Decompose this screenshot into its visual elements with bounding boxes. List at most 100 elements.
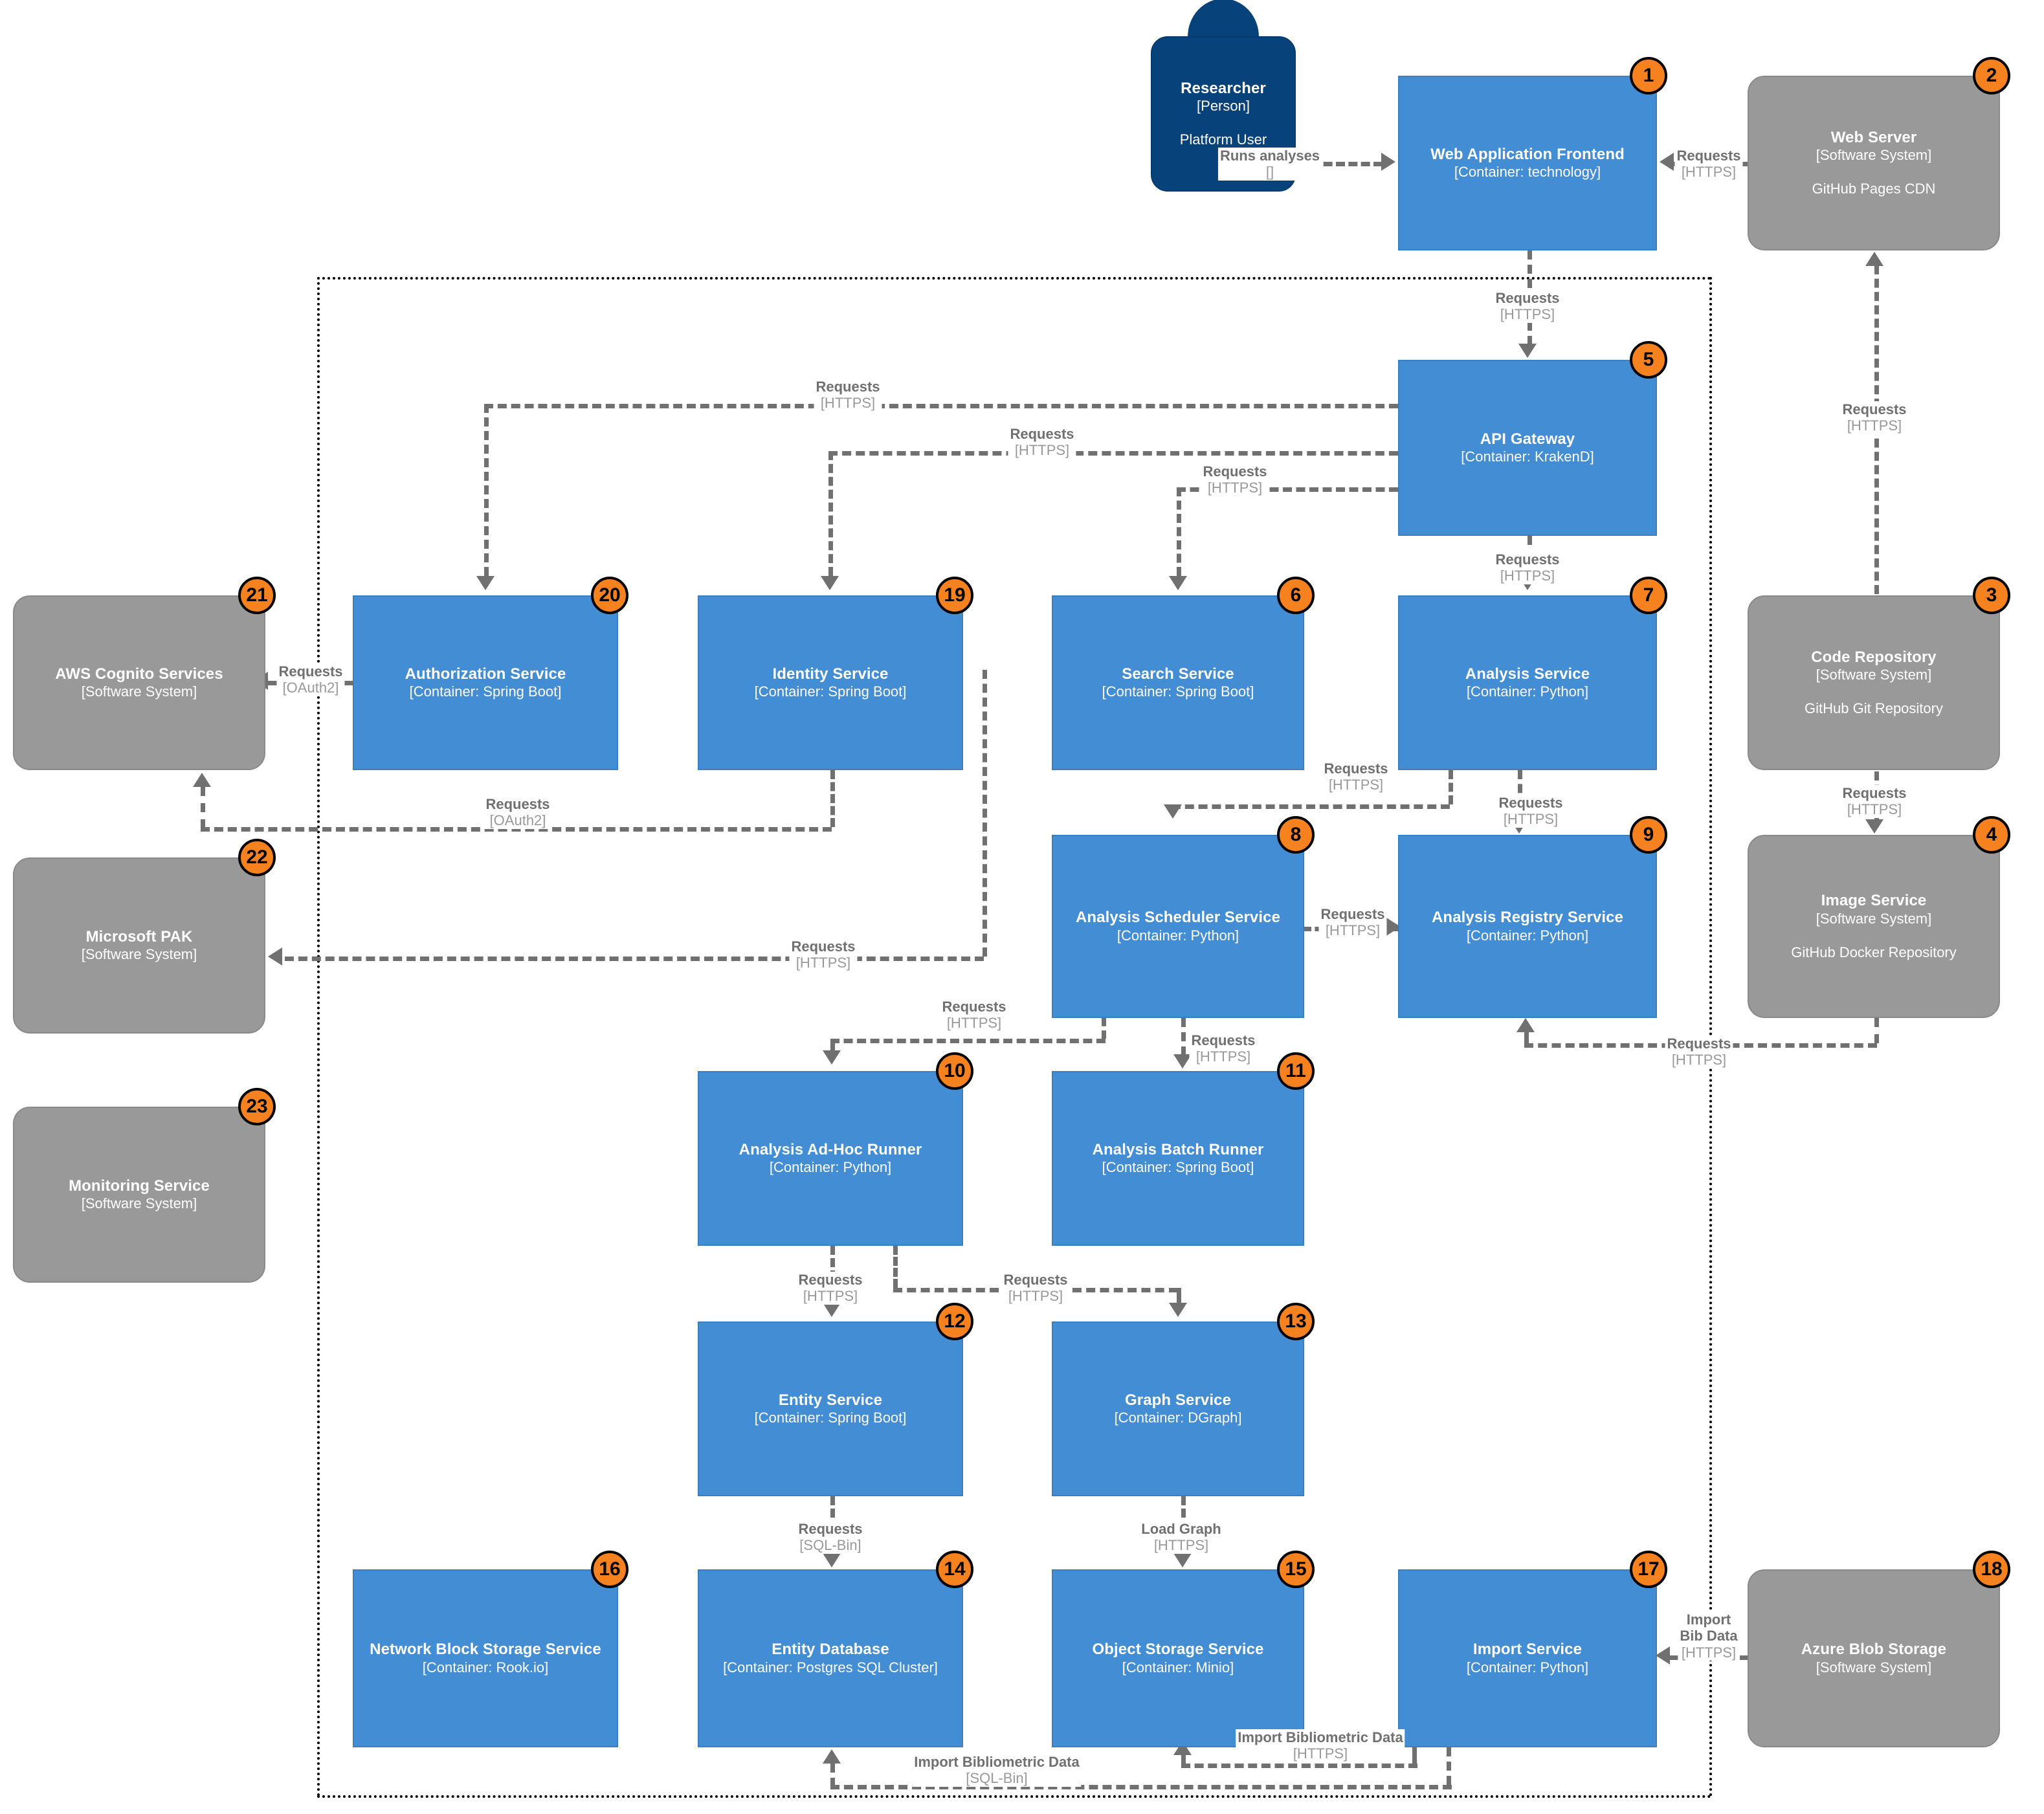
edge-label-line2: [SQL-Bin] bbox=[966, 1770, 1028, 1787]
edge-import-to-entitydb-v1 bbox=[1447, 1747, 1451, 1785]
edge-label-line2: [HTTPS] bbox=[820, 395, 876, 412]
edge-label-analysis-to-registry: Requests [HTTPS] bbox=[1496, 795, 1565, 828]
edge-label-line1: Requests bbox=[1842, 785, 1907, 801]
edge-label-apigateway-to-analysis: Requests [HTTPS] bbox=[1493, 551, 1562, 584]
arrowhead-adhoc-to-entity bbox=[823, 1303, 841, 1317]
node-authorization-service[interactable]: Authorization Service[Container: Spring … bbox=[353, 595, 618, 770]
node-technology: [Container: Python] bbox=[1466, 1659, 1589, 1676]
node-technology: [Software System] bbox=[1816, 667, 1932, 683]
node-identity-service[interactable]: Identity Service[Container: Spring Boot] bbox=[698, 595, 963, 770]
edge-label-line1: Requests bbox=[1003, 1272, 1068, 1288]
node-web-application-frontend[interactable]: Web Application Frontend[Container: tech… bbox=[1398, 76, 1657, 250]
node-web-server[interactable]: Web Server[Software System]GitHub Pages … bbox=[1748, 76, 2000, 250]
edge-apigateway-to-search-v bbox=[1177, 487, 1181, 576]
edge-label-scheduler-to-adhoc: Requests [HTTPS] bbox=[940, 999, 1008, 1032]
edge-label-line2: [OAuth2] bbox=[489, 812, 546, 829]
node-name: Graph Service bbox=[1124, 1391, 1232, 1409]
node-graph-service[interactable]: Graph Service[Container: DGraph] bbox=[1052, 1322, 1304, 1496]
edge-label-line2: [] bbox=[1265, 164, 1274, 181]
node-analysis-registry-service[interactable]: Analysis Registry Service[Container: Pyt… bbox=[1398, 835, 1657, 1018]
node-name: Authorization Service bbox=[405, 665, 566, 683]
node-name: Analysis Scheduler Service bbox=[1075, 909, 1281, 927]
node-technology: [Software System] bbox=[1816, 147, 1932, 164]
arrowhead-imageservice-to-registry bbox=[1516, 1018, 1535, 1032]
node-analysis-batch-runner[interactable]: Analysis Batch Runner[Container: Spring … bbox=[1052, 1071, 1304, 1246]
node-name: AWS Cognito Services bbox=[55, 665, 223, 683]
node-badge-18: 18 bbox=[1973, 1551, 2010, 1588]
node-analysis-service[interactable]: Analysis Service[Container: Python] bbox=[1398, 595, 1657, 770]
node-entity-service[interactable]: Entity Service[Container: Spring Boot] bbox=[698, 1322, 963, 1496]
edge-label-identity-to-pak: Requests [HTTPS] bbox=[789, 938, 858, 971]
edge-import-to-objectstorage-h bbox=[1181, 1764, 1417, 1768]
node-search-service[interactable]: Search Service[Container: Spring Boot] bbox=[1052, 595, 1304, 770]
edge-label-line1: Requests bbox=[791, 938, 856, 955]
node-badge-11: 11 bbox=[1277, 1052, 1315, 1090]
edge-analysis-to-scheduler-v bbox=[1449, 770, 1453, 804]
node-aws-cognito-services[interactable]: AWS Cognito Services[Software System] bbox=[13, 595, 265, 770]
node-badge-2: 2 bbox=[1973, 57, 2010, 94]
edge-scheduler-to-adhoc-v2 bbox=[830, 1039, 835, 1052]
edge-label-line1: Requests bbox=[485, 796, 550, 812]
node-network-block-storage-service[interactable]: Network Block Storage Service[Container:… bbox=[353, 1569, 618, 1747]
node-description: GitHub Docker Repository bbox=[1791, 944, 1957, 960]
node-description: GitHub Git Repository bbox=[1805, 700, 1943, 717]
node-badge-15: 15 bbox=[1277, 1551, 1315, 1588]
node-import-service[interactable]: Import Service[Container: Python] bbox=[1398, 1569, 1657, 1747]
node-name: Import Service bbox=[1472, 1641, 1583, 1659]
node-azure-blob-storage[interactable]: Azure Blob Storage[Software System] bbox=[1748, 1569, 2000, 1747]
edge-label-line2: [HTTPS] bbox=[946, 1015, 1002, 1032]
node-badge-22: 22 bbox=[238, 839, 276, 876]
edge-identity-to-pak-v bbox=[983, 670, 987, 957]
edge-label-line1: Requests bbox=[1203, 463, 1267, 480]
node-badge-5: 5 bbox=[1630, 341, 1667, 379]
node-name: API Gateway bbox=[1480, 430, 1575, 448]
node-image-service[interactable]: Image Service[Software System]GitHub Doc… bbox=[1748, 835, 2000, 1018]
node-entity-database[interactable]: Entity Database[Container: Postgres SQL … bbox=[698, 1569, 963, 1747]
node-technology: [Container: Spring Boot] bbox=[754, 683, 907, 700]
node-badge-8: 8 bbox=[1277, 816, 1315, 854]
edge-label-coderepo-to-webserver: Requests [HTTPS] bbox=[1840, 401, 1909, 434]
node-technology: [Software System] bbox=[81, 946, 197, 963]
node-object-storage-service[interactable]: Object Storage Service[Container: Minio] bbox=[1052, 1569, 1304, 1747]
node-badge-6: 6 bbox=[1277, 577, 1315, 614]
arrowhead-scheduler-to-batch bbox=[1173, 1054, 1192, 1068]
node-analysis-ad-hoc-runner[interactable]: Analysis Ad-Hoc Runner[Container: Python… bbox=[698, 1071, 963, 1246]
node-badge-23: 23 bbox=[238, 1088, 276, 1125]
edge-adhoc-to-graph-v2 bbox=[1177, 1288, 1181, 1304]
edge-label-graphservice-to-objectstorage: Load Graph [HTTPS] bbox=[1139, 1521, 1223, 1554]
edge-label-line1: Requests bbox=[1842, 401, 1907, 417]
edge-label-line2: [OAuth2] bbox=[282, 680, 339, 696]
node-badge-13: 13 bbox=[1277, 1303, 1315, 1340]
node-badge-12: 12 bbox=[936, 1303, 973, 1340]
node-description: Platform User bbox=[1179, 131, 1267, 148]
node-technology: [Container: technology] bbox=[1454, 164, 1601, 181]
edge-scheduler-to-batch bbox=[1181, 1018, 1186, 1056]
edge-label-line2: [HTTPS] bbox=[1681, 164, 1737, 181]
node-monitoring-service[interactable]: Monitoring Service[Software System] bbox=[13, 1107, 265, 1283]
node-analysis-scheduler-service[interactable]: Analysis Scheduler Service[Container: Py… bbox=[1052, 835, 1304, 1018]
edge-label-line1: Import Bibliometric Data bbox=[1238, 1729, 1403, 1745]
edge-import-to-entitydb-v2 bbox=[830, 1764, 835, 1787]
node-badge-16: 16 bbox=[591, 1551, 628, 1588]
edge-label-line2: [HTTPS] bbox=[1328, 777, 1384, 793]
edge-apigateway-to-identity-v bbox=[828, 451, 833, 576]
node-badge-4: 4 bbox=[1973, 816, 2010, 854]
edge-label-line1: Requests bbox=[1191, 1032, 1256, 1048]
node-name: Web Application Frontend bbox=[1430, 145, 1625, 163]
node-name: Search Service bbox=[1122, 665, 1234, 683]
edge-label-azure-to-import: Import Bib Data [HTTPS] bbox=[1678, 1611, 1740, 1661]
node-code-repository[interactable]: Code Repository[Software System]GitHub G… bbox=[1748, 595, 2000, 770]
node-badge-19: 19 bbox=[936, 577, 973, 614]
arrowhead-identity-to-pak bbox=[268, 947, 282, 966]
node-badge-9: 9 bbox=[1630, 816, 1667, 854]
node-name: Analysis Service bbox=[1465, 665, 1590, 683]
edge-label-line2: [HTTPS] bbox=[1195, 1048, 1251, 1065]
node-name: Network Block Storage Service bbox=[370, 1641, 601, 1659]
node-badge-3: 3 bbox=[1973, 577, 2010, 614]
edge-label-line2: [HTTPS] bbox=[795, 955, 851, 971]
node-microsoft-pak[interactable]: Microsoft PAK[Software System] bbox=[13, 857, 265, 1034]
edge-label-line1: Requests bbox=[798, 1521, 863, 1537]
node-api-gateway[interactable]: API Gateway[Container: KrakenD] bbox=[1398, 360, 1657, 536]
node-description: GitHub Pages CDN bbox=[1812, 181, 1936, 197]
node-technology: [Software System] bbox=[1816, 910, 1932, 927]
